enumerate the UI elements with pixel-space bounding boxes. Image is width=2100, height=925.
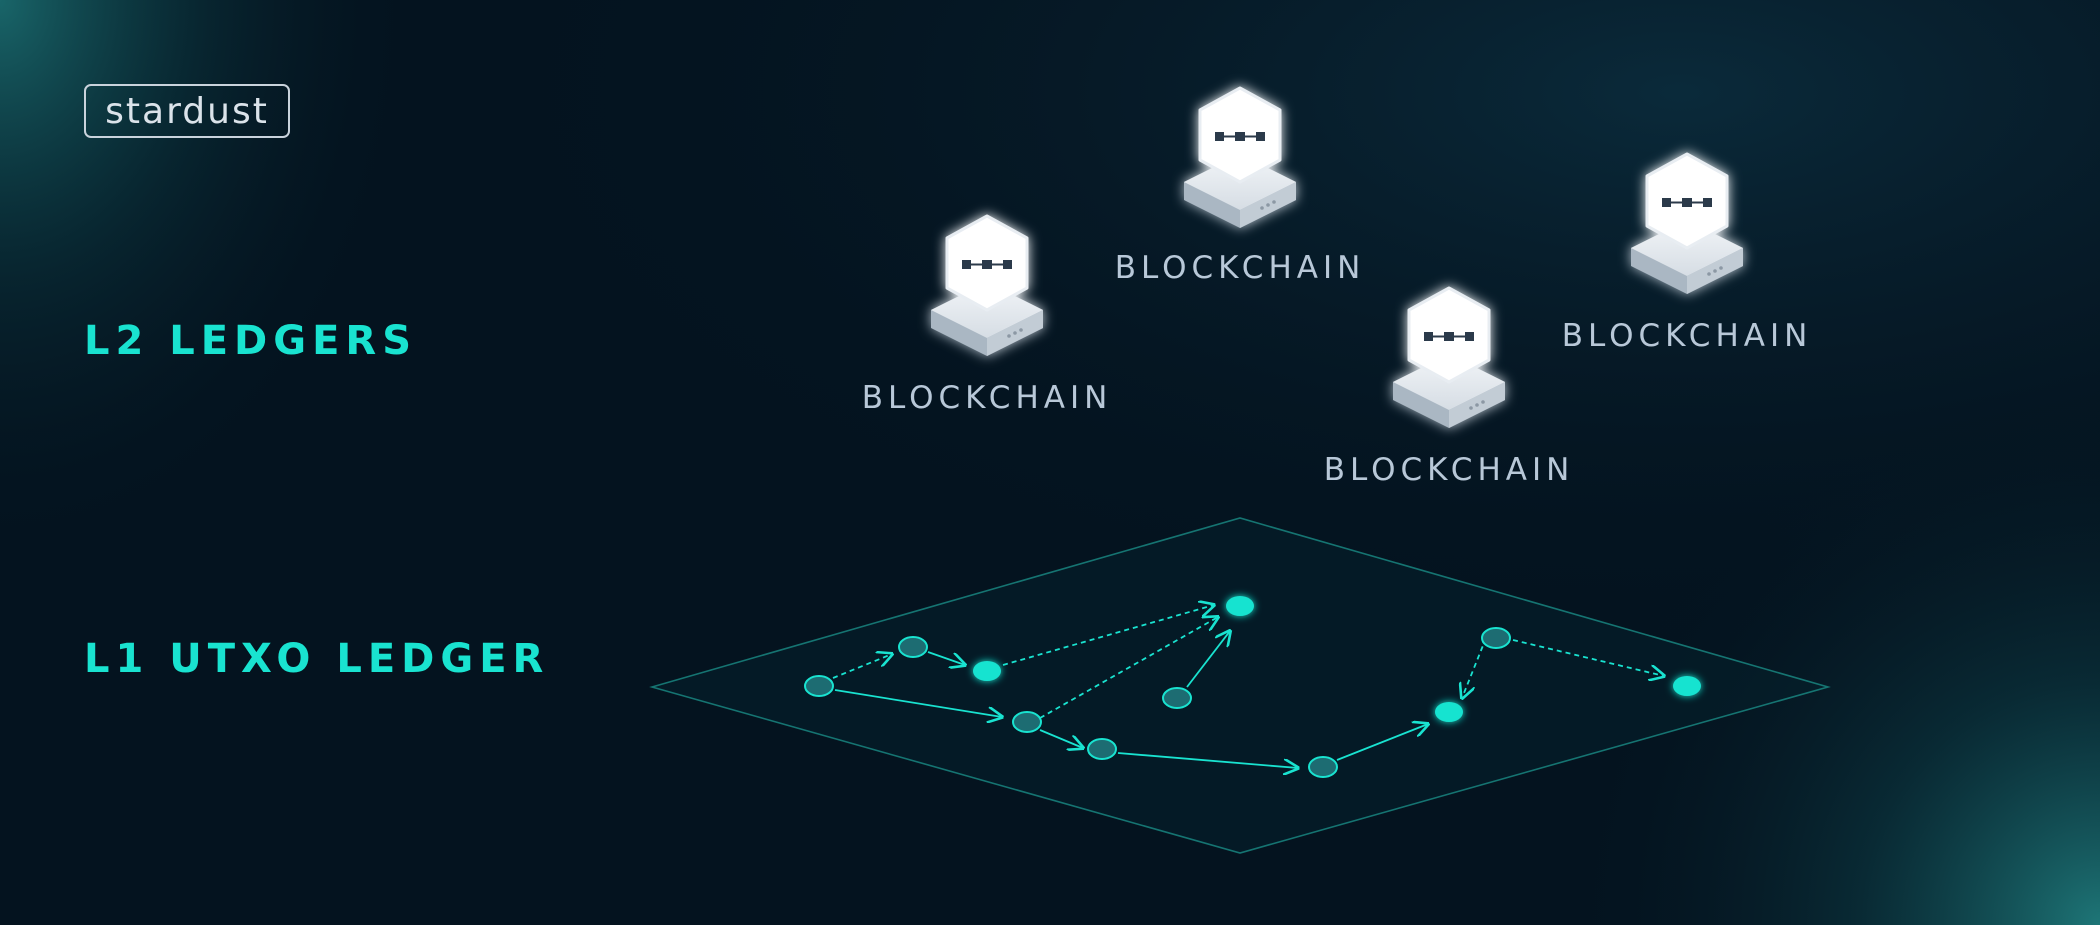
- blockchain-label-4: BLOCKCHAIN: [1561, 318, 1813, 354]
- blockchain-server-icon: [1631, 152, 1743, 294]
- utxo-node: [898, 636, 928, 658]
- blockchain-label-2: BLOCKCHAIN: [1114, 250, 1366, 286]
- utxo-edge: [1462, 637, 1487, 698]
- blockchain-server-icon: [931, 214, 1043, 356]
- utxo-edge: [1039, 729, 1083, 748]
- nebula-top-left: [0, 0, 420, 560]
- blockchain-label-1: BLOCKCHAIN: [861, 380, 1113, 416]
- utxo-edge: [927, 651, 965, 665]
- stardust-logo: stardust: [84, 84, 290, 138]
- l2-ledgers-label: L2 LEDGERS: [84, 318, 418, 364]
- anchor-node-1: [973, 661, 1001, 681]
- utxo-edge: [834, 689, 1002, 717]
- utxo-edge: [1186, 631, 1230, 688]
- utxo-node: [804, 675, 834, 697]
- utxo-edge: [832, 654, 892, 679]
- utxo-nodes: [804, 596, 1701, 778]
- anchor-node-3: [1435, 702, 1463, 722]
- utxo-edge: [1336, 724, 1428, 761]
- utxo-node: [1012, 711, 1042, 733]
- utxo-edge: [1117, 752, 1298, 768]
- blockchain-label-3: BLOCKCHAIN: [1323, 452, 1575, 488]
- utxo-edges: [832, 605, 1664, 768]
- l1-utxo-ledger-label: L1 UTXO LEDGER: [84, 636, 550, 682]
- l1-ledger-plane: [649, 517, 1831, 854]
- anchor-node-2: [1226, 596, 1254, 616]
- blockchain-server-icon: [1393, 286, 1505, 428]
- utxo-edge: [1002, 605, 1214, 666]
- utxo-node: [1481, 627, 1511, 649]
- utxo-node: [1087, 738, 1117, 760]
- anchor-node-4: [1673, 676, 1701, 696]
- utxo-edge: [1039, 617, 1218, 719]
- blockchain-server-icon: [1184, 86, 1296, 228]
- utxo-edge: [1512, 639, 1664, 676]
- utxo-node: [1162, 687, 1192, 709]
- utxo-node: [1308, 756, 1338, 778]
